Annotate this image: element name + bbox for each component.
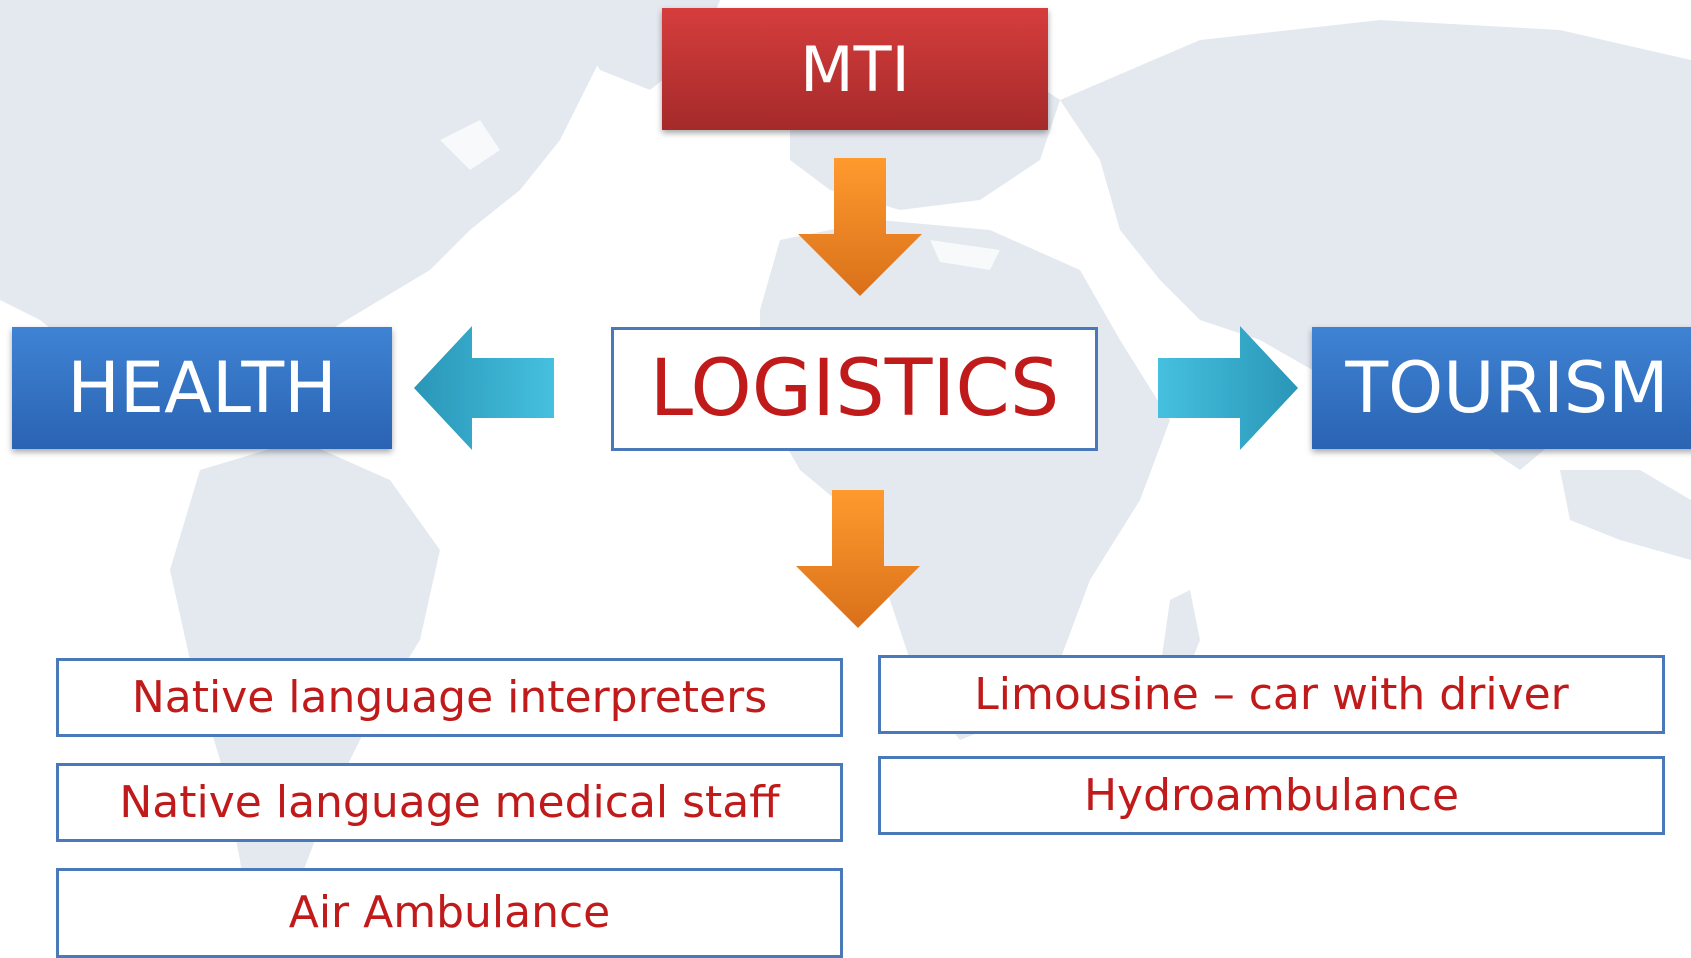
service-item-label: Native language interpreters: [131, 672, 768, 723]
service-item-label: Native language medical staff: [119, 777, 780, 828]
health-box: HEALTH: [12, 327, 392, 449]
logistics-box: LOGISTICS: [611, 327, 1098, 451]
orange-down-arrow-icon: [796, 490, 920, 628]
health-label: HEALTH: [67, 347, 337, 429]
tourism-box: TOURISM: [1312, 327, 1691, 449]
service-item-label: Limousine – car with driver: [974, 669, 1569, 720]
service-item-label: Air Ambulance: [288, 887, 611, 938]
teal-left-arrow-icon: [414, 326, 554, 450]
service-item-hydroambulance: Hydroambulance: [878, 756, 1665, 835]
service-item-limousine: Limousine – car with driver: [878, 655, 1665, 734]
mti-box: MTI: [662, 8, 1048, 130]
service-item-air-ambulance: Air Ambulance: [56, 868, 843, 958]
service-item-medical-staff: Native language medical staff: [56, 763, 843, 842]
logistics-label: LOGISTICS: [649, 344, 1060, 434]
service-item-label: Hydroambulance: [1083, 770, 1460, 821]
tourism-label: TOURISM: [1345, 347, 1669, 429]
orange-down-arrow-icon: [798, 158, 922, 296]
teal-right-arrow-icon: [1158, 326, 1298, 450]
service-item-interpreters: Native language interpreters: [56, 658, 843, 737]
mti-label: MTI: [800, 32, 910, 106]
